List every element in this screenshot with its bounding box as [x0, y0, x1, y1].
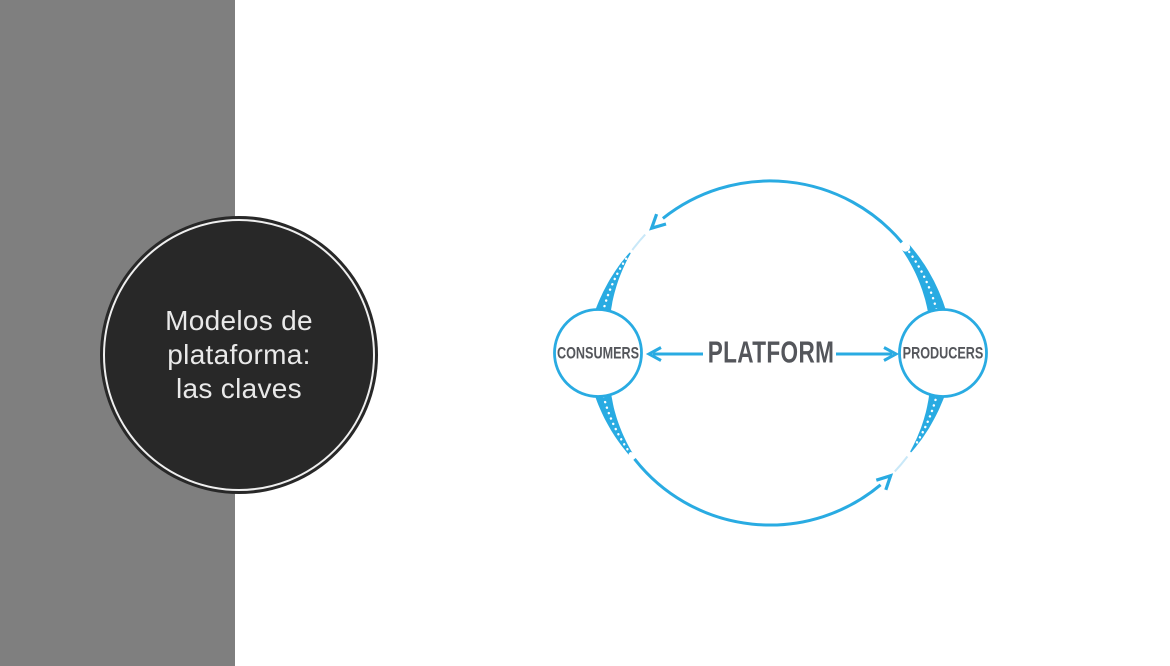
producers-label: PRODUCERS: [903, 345, 984, 363]
title-circle: Modelos de plataforma: las claves: [103, 219, 375, 491]
flow-cycle-arrows: [588, 179, 952, 527]
bottom-arc: [633, 457, 882, 527]
cycle-arrowhead-top-left: [649, 213, 667, 231]
arrow-platform-to-consumers-head: [645, 346, 662, 362]
top-arc: [661, 179, 903, 244]
slide-title: Modelos de plataforma: las claves: [165, 304, 313, 406]
consumers-circle: [553, 308, 643, 398]
title-line-3: las claves: [176, 373, 302, 404]
title-line-1: Modelos de: [165, 305, 313, 336]
faint-arc-bottom-right: [894, 455, 909, 473]
title-line-2: plataforma:: [167, 339, 311, 370]
producers-circle: [898, 308, 988, 398]
dotted-line-producers-top: [908, 250, 941, 325]
consumers-label: CONSUMERS: [557, 345, 639, 363]
platform-label: PLATFORM: [708, 335, 835, 369]
arrow-platform-to-producers-head: [883, 346, 900, 362]
dotted-line-consumers-bottom: [599, 381, 629, 451]
faint-arc-top-left: [631, 233, 646, 251]
cycle-arrowhead-bottom-right: [875, 473, 894, 491]
